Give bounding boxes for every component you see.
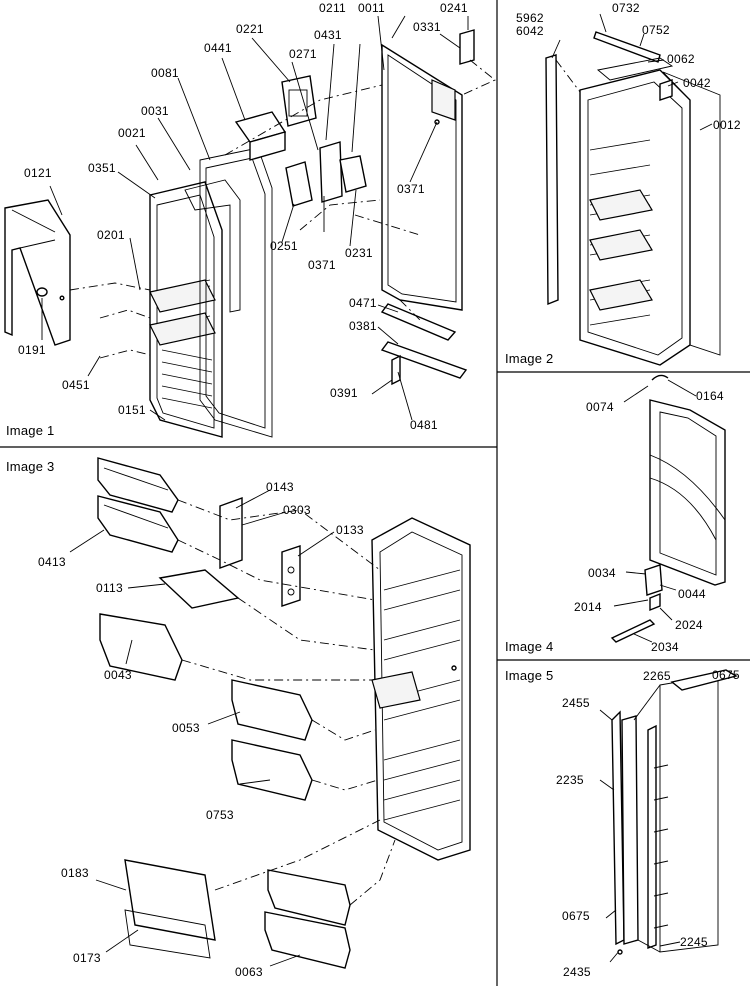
part-0012-outer-panel [662,71,721,356]
part-0133 [281,545,301,607]
callout-0201: 0201 [97,228,125,242]
callout-0241: 0241 [440,1,468,15]
callout-0183: 0183 [61,866,89,880]
callout-0151: 0151 [118,403,146,417]
callout-0191: 0191 [18,343,46,357]
part-0732 [593,31,661,63]
panel-title-image-1: Image 1 [6,423,55,438]
part-0381 [380,341,468,379]
callout-2265: 2265 [643,669,671,683]
callout-0371-b: 0371 [308,258,336,272]
callout-2435: 2435 [563,965,591,979]
part-0241-hinge [459,29,475,65]
callout-0231: 0231 [345,246,373,260]
part-0063 [264,911,351,969]
part-2034 [610,619,656,643]
part-0143 [219,497,243,569]
callout-0391: 0391 [330,386,358,400]
callout-0732: 0732 [612,1,640,15]
callout-2455: 2455 [562,696,590,710]
part-0053 [231,679,313,741]
panel-title-image-5: Image 5 [505,668,554,683]
part-0063-upper [267,869,351,926]
part-0675-top [670,669,738,691]
callout-2014: 2014 [574,600,602,614]
callout-0303: 0303 [283,503,311,517]
callout-0044: 0044 [678,587,706,601]
panel-title-image-3: Image 3 [6,459,55,474]
part-0151-door-liner [149,181,223,438]
callout-0431: 0431 [314,28,342,42]
part-0113 [158,569,240,609]
callout-0371-a: 0371 [397,182,425,196]
panel-title-image-2: Image 2 [505,351,554,366]
panel-title-image-4: Image 4 [505,639,554,654]
part-0753 [231,739,313,801]
callout-0081: 0081 [151,66,179,80]
callout-0063: 0063 [235,965,263,979]
callout-0451: 0451 [62,378,90,392]
callout-0211: 0211 [319,1,347,15]
callout-0133: 0133 [336,523,364,537]
callout-0011: 0011 [358,1,386,15]
callout-0074: 0074 [586,400,614,414]
callout-0251: 0251 [270,239,298,253]
part-0121-dispenser-cover [4,199,71,346]
callout-0143: 0143 [266,480,294,494]
callout-0331: 0331 [413,20,441,34]
part-0012-door-assembly [579,69,691,366]
part-0043 [99,613,183,681]
callout-0173: 0173 [73,951,101,965]
callout-0034: 0034 [588,566,616,580]
callout-0381: 0381 [349,319,377,333]
part-0164-door-frame [649,399,726,586]
callout-0042: 0042 [683,76,711,90]
callout-0351: 0351 [88,161,116,175]
callout-0121: 0121 [24,166,52,180]
callout-0021: 0021 [118,126,146,140]
callout-0271: 0271 [289,47,317,61]
callout-0164: 0164 [696,389,724,403]
callout-0031: 0031 [141,104,169,118]
callout-0441: 0441 [204,41,232,55]
callout-0413: 0413 [38,555,66,569]
part-0471 [380,303,457,341]
callout-0113: 0113 [96,581,124,595]
part-5962-gasket-strip [545,54,559,306]
callout-0043: 0043 [104,668,132,682]
callout-0753: 0753 [206,808,234,822]
callout-5962-6042: 5962 6042 [516,11,544,38]
callout-0062: 0062 [667,52,695,66]
part-2235-trim [611,710,657,950]
callout-0053: 0053 [172,721,200,735]
callout-0481: 0481 [410,418,438,432]
callout-0675-a: 0675 [712,668,740,682]
part-0413-shelves [97,457,179,553]
callout-0012: 0012 [713,118,741,132]
part-2265-panel [659,674,719,953]
callout-2024: 2024 [675,618,703,632]
part-0034 [644,564,663,596]
callout-2034: 2034 [651,640,679,654]
callout-0221: 0221 [236,22,264,36]
part-0173 [124,859,216,941]
part-door-body-image3 [371,517,471,861]
part-0011-door-outer [381,43,463,311]
part-0251 [285,161,313,207]
callout-0471: 0471 [349,296,377,310]
callout-2245: 2245 [680,935,708,949]
part-0271 [319,141,343,203]
callout-0752: 0752 [642,23,670,37]
callout-2235: 2235 [556,773,584,787]
callout-0675-b: 0675 [562,909,590,923]
part-0221 [281,75,317,127]
